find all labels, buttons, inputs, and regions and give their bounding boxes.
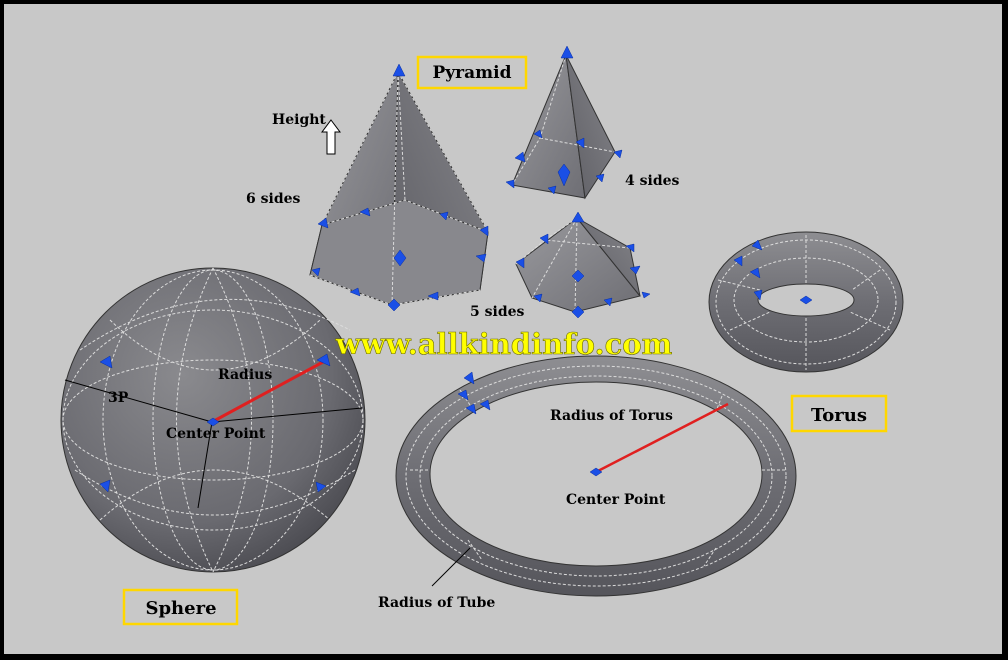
pyramid-grip[interactable] bbox=[641, 291, 651, 299]
pyramid-grip[interactable] bbox=[479, 225, 489, 237]
pyramid-grip[interactable] bbox=[349, 287, 361, 297]
torus-title-box: Torus bbox=[790, 394, 888, 433]
pyramid-grip[interactable] bbox=[533, 129, 543, 139]
pyramid-grip[interactable] bbox=[311, 267, 321, 277]
sphere-grip[interactable] bbox=[316, 353, 331, 367]
torus-grip[interactable] bbox=[463, 371, 475, 385]
pyramid-grip[interactable] bbox=[359, 207, 371, 217]
pyramid-grip[interactable] bbox=[533, 293, 543, 303]
small-torus-shape bbox=[708, 231, 904, 373]
pyramid-grip[interactable] bbox=[571, 269, 585, 283]
five-sides-label: 5 sides bbox=[470, 304, 525, 320]
pyramid-grip[interactable] bbox=[539, 233, 549, 245]
torus-grip[interactable] bbox=[753, 289, 763, 301]
torus-grip[interactable] bbox=[457, 389, 469, 401]
height-label: Height bbox=[272, 112, 326, 128]
pyramid-title: Pyramid bbox=[433, 63, 512, 83]
torus-grip[interactable] bbox=[749, 267, 761, 279]
torus-title: Torus bbox=[811, 405, 867, 426]
pyramid-grip[interactable] bbox=[515, 257, 525, 269]
tube-radius-label: Radius of Tube bbox=[378, 595, 495, 611]
watermark-text: www.allkindinfo.com bbox=[335, 327, 673, 361]
pyramid-grip[interactable] bbox=[603, 297, 613, 307]
pyramid-grip[interactable] bbox=[629, 265, 641, 275]
pyramid-grip[interactable] bbox=[387, 298, 401, 312]
height-arrow-icon bbox=[321, 119, 341, 155]
torus-center-grip[interactable] bbox=[799, 295, 813, 305]
sphere-title: Sphere bbox=[145, 598, 216, 619]
torus-radius-line bbox=[595, 402, 729, 474]
sphere-center-label: Center Point bbox=[166, 426, 266, 442]
sphere-3p-label: 3P bbox=[108, 390, 129, 406]
pyramid-grip[interactable] bbox=[317, 217, 329, 229]
torus-grip[interactable] bbox=[733, 255, 743, 267]
four-sided-pyramid bbox=[505, 45, 623, 200]
sphere-center-grip[interactable] bbox=[206, 417, 220, 427]
pyramid-apex-grip[interactable] bbox=[392, 63, 406, 77]
sphere-grip[interactable] bbox=[315, 481, 327, 493]
pyramid-grip[interactable] bbox=[514, 151, 526, 163]
pyramid-grip[interactable] bbox=[393, 249, 407, 267]
pyramid-grip[interactable] bbox=[613, 149, 623, 159]
pyramid-grip[interactable] bbox=[439, 211, 449, 221]
pyramid-grip[interactable] bbox=[475, 253, 487, 263]
pyramid-apex-grip[interactable] bbox=[560, 45, 574, 59]
four-sides-label: 4 sides bbox=[625, 173, 680, 189]
pyramid-grip[interactable] bbox=[595, 173, 605, 183]
sphere-grip[interactable] bbox=[99, 355, 113, 369]
six-sided-pyramid bbox=[309, 63, 489, 312]
pyramid-apex-grip[interactable] bbox=[571, 211, 585, 223]
five-sided-pyramid bbox=[515, 211, 651, 319]
sphere-title-box: Sphere bbox=[122, 588, 239, 626]
torus-center-label: Center Point bbox=[566, 492, 666, 508]
torus-radius-label: Radius of Torus bbox=[550, 408, 673, 424]
torus-grip[interactable] bbox=[465, 403, 477, 415]
torus-grip[interactable] bbox=[479, 399, 491, 411]
pyramid-grip[interactable] bbox=[571, 305, 585, 319]
sphere-shape bbox=[60, 267, 366, 573]
torus-grip[interactable] bbox=[751, 239, 763, 251]
pyramid-grip[interactable] bbox=[557, 163, 571, 187]
pyramid-grip[interactable] bbox=[505, 179, 515, 189]
pyramid-title-box: Pyramid bbox=[416, 55, 528, 90]
sphere-radius-line bbox=[211, 360, 324, 424]
sphere-grip[interactable] bbox=[99, 479, 111, 493]
pyramid-grip[interactable] bbox=[427, 291, 439, 301]
sphere-radius-label: Radius bbox=[218, 367, 272, 383]
tube-leader-line bbox=[431, 547, 471, 587]
pyramid-grip[interactable] bbox=[575, 137, 585, 149]
pyramid-grip[interactable] bbox=[547, 185, 557, 195]
torus-center-grip[interactable] bbox=[589, 467, 603, 477]
large-torus-shape bbox=[395, 355, 797, 597]
pyramid-grip[interactable] bbox=[625, 243, 635, 253]
six-sides-label: 6 sides bbox=[246, 191, 301, 207]
